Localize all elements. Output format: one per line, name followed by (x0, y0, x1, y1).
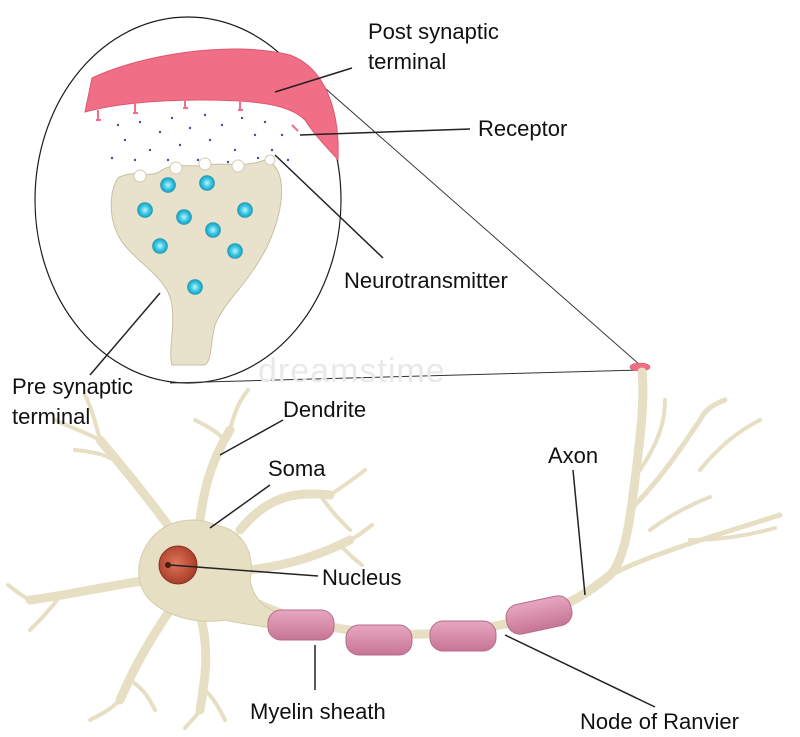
label-pre-synaptic-line1: Pre synaptic (12, 374, 134, 399)
post-synaptic-terminal (84, 48, 339, 162)
label-pre-synaptic-line2: terminal (12, 404, 91, 429)
dendrites (6, 388, 374, 730)
leader-lines (89, 67, 656, 708)
label-dendrite: Dendrite (283, 397, 367, 422)
soma (138, 519, 286, 631)
pre-synaptic-terminal (110, 159, 283, 366)
label-nucleus: Nucleus (322, 565, 402, 590)
zoom-line-top (309, 74, 641, 366)
label-post-synaptic-line1: Post synaptic (368, 19, 499, 44)
neurotransmitter-dots (110, 113, 290, 164)
label-neurotransmitter: Neurotransmitter (344, 268, 508, 293)
label-myelin-sheath: Myelin sheath (250, 699, 386, 724)
nucleolus (165, 562, 171, 568)
label-axon: Axon (548, 443, 599, 468)
vesicle-exocytosis-arcs (133, 154, 276, 183)
zoom-line-bottom (169, 369, 641, 384)
label-post-synaptic-terminal: Post synaptic terminal (368, 17, 499, 77)
label-soma: Soma (268, 456, 326, 481)
label-post-synaptic-line2: terminal (368, 49, 447, 74)
label-node-of-ranvier: Node of Ranvier (580, 709, 739, 734)
label-receptor: Receptor (478, 116, 568, 141)
label-pre-synaptic-terminal: Pre synaptic terminal (12, 372, 133, 432)
synaptic-vesicles (137, 175, 253, 295)
receptor-marks (96, 98, 299, 132)
watermark: dreamstime (258, 352, 446, 390)
myelin-sheaths (267, 595, 573, 656)
